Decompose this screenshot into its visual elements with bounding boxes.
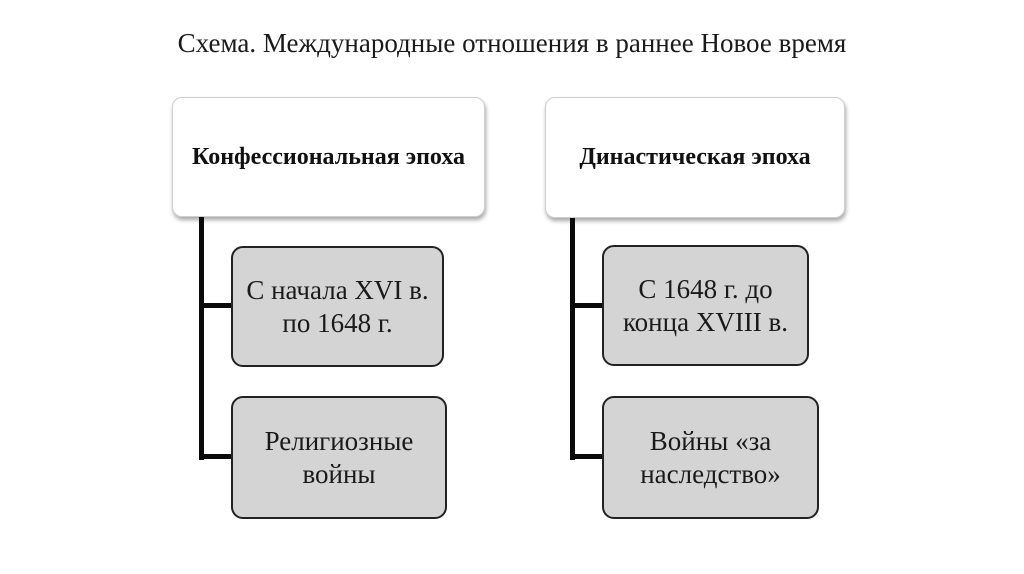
header-label: Династическая эпоха bbox=[579, 144, 811, 170]
diagram-title: Схема. Международные отношения в раннее … bbox=[177, 28, 847, 58]
child-label: С начала XVI в. по 1648 г. bbox=[246, 274, 429, 338]
connector-branch bbox=[570, 303, 604, 308]
child-box-wars: Войны «за наследство» bbox=[602, 396, 819, 519]
header-label: Конфессиональная эпоха bbox=[191, 143, 465, 170]
header-box-dynastic-era: Династическая эпоха bbox=[545, 97, 845, 218]
child-box-period: С начала XVI в. по 1648 г. bbox=[231, 246, 444, 367]
connector-branch bbox=[199, 454, 233, 459]
child-label: Войны «за наследство» bbox=[640, 425, 781, 489]
child-label: С 1648 г. до конца XVIII в. bbox=[622, 273, 789, 337]
connector-branch bbox=[570, 454, 604, 459]
child-box-period: С 1648 г. до конца XVIII в. bbox=[602, 245, 809, 366]
connector-branch bbox=[199, 303, 233, 308]
connector-vertical bbox=[199, 217, 204, 460]
child-label: Религиозные войны bbox=[264, 425, 414, 489]
child-box-wars: Религиозные войны bbox=[231, 396, 447, 519]
connector-vertical bbox=[570, 218, 575, 460]
header-box-confessional-era: Конфессиональная эпоха bbox=[172, 97, 485, 217]
